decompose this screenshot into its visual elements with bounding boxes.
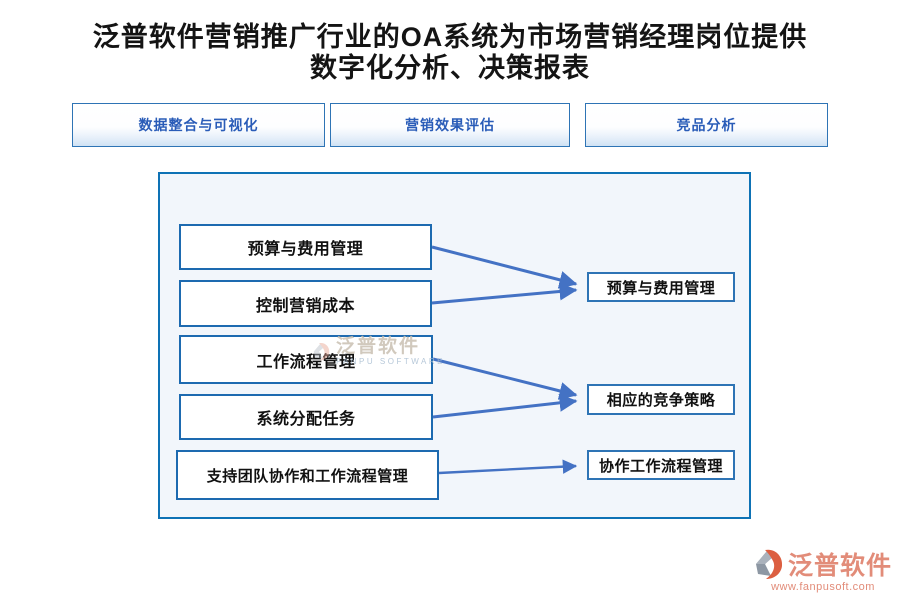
tab-label: 数据整合与可视化 — [138, 117, 259, 133]
page-title-line2: 数字化分析、决策报表 — [310, 53, 590, 83]
flow-node-workflow-management: 工作流程管理 — [179, 335, 433, 384]
arrow-teamwork-to-collab — [438, 459, 578, 475]
flow-node-budget-expense-management: 预算与费用管理 — [179, 224, 432, 270]
tab-marketing-effect-evaluation[interactable]: 营销效果评估 — [330, 103, 570, 147]
fanpu-brand-logo: 泛普软件 www.fanpusoft.com — [753, 546, 893, 593]
brand-name: 泛普软件 — [788, 553, 893, 580]
arrow-budget-to-budget — [431, 245, 578, 289]
flow-node-system-task-assignment: 系统分配任务 — [179, 394, 433, 440]
result-node-budget-expense-management: 预算与费用管理 — [587, 272, 735, 302]
arrow-cost-to-budget — [431, 282, 578, 305]
tab-data-integration-visualization[interactable]: 数据整合与可视化 — [72, 103, 325, 147]
flow-node-label: 系统分配任务 — [256, 411, 356, 428]
flow-node-team-collaboration-workflow: 支持团队协作和工作流程管理 — [176, 450, 439, 500]
arrow-task-to-strategy — [432, 393, 578, 419]
page-title-line1: 泛普软件营销推广行业的OA系统为市场营销经理岗位提供 — [92, 22, 808, 52]
flow-node-label: 预算与费用管理 — [247, 241, 364, 258]
page-title: 泛普软件营销推广行业的OA系统为市场营销经理岗位提供 数字化分析、决策报表 — [0, 22, 900, 84]
result-node-competitive-strategy: 相应的竞争策略 — [587, 384, 735, 415]
result-node-collaborative-workflow: 协作工作流程管理 — [587, 450, 735, 480]
diagram-panel: 预算与费用管理 控制营销成本 工作流程管理 系统分配任务 支持团队协作和工作流程… — [158, 172, 751, 519]
flow-node-label: 支持团队协作和工作流程管理 — [206, 467, 409, 485]
tab-competitor-analysis[interactable]: 竞品分析 — [585, 103, 828, 147]
result-node-label: 相应的竞争策略 — [606, 392, 716, 409]
flow-node-label: 控制营销成本 — [255, 297, 355, 315]
flow-node-label: 工作流程管理 — [256, 353, 356, 371]
result-node-label: 预算与费用管理 — [606, 279, 716, 297]
flow-node-control-marketing-cost: 控制营销成本 — [179, 280, 432, 327]
arrow-workflow-to-strategy — [432, 357, 578, 400]
tab-label: 营销效果评估 — [405, 117, 495, 133]
fanpu-logo-icon — [756, 549, 783, 579]
tab-label: 竞品分析 — [676, 117, 737, 133]
result-node-label: 协作工作流程管理 — [598, 457, 723, 475]
brand-url: www.fanpusoft.com — [771, 581, 875, 593]
